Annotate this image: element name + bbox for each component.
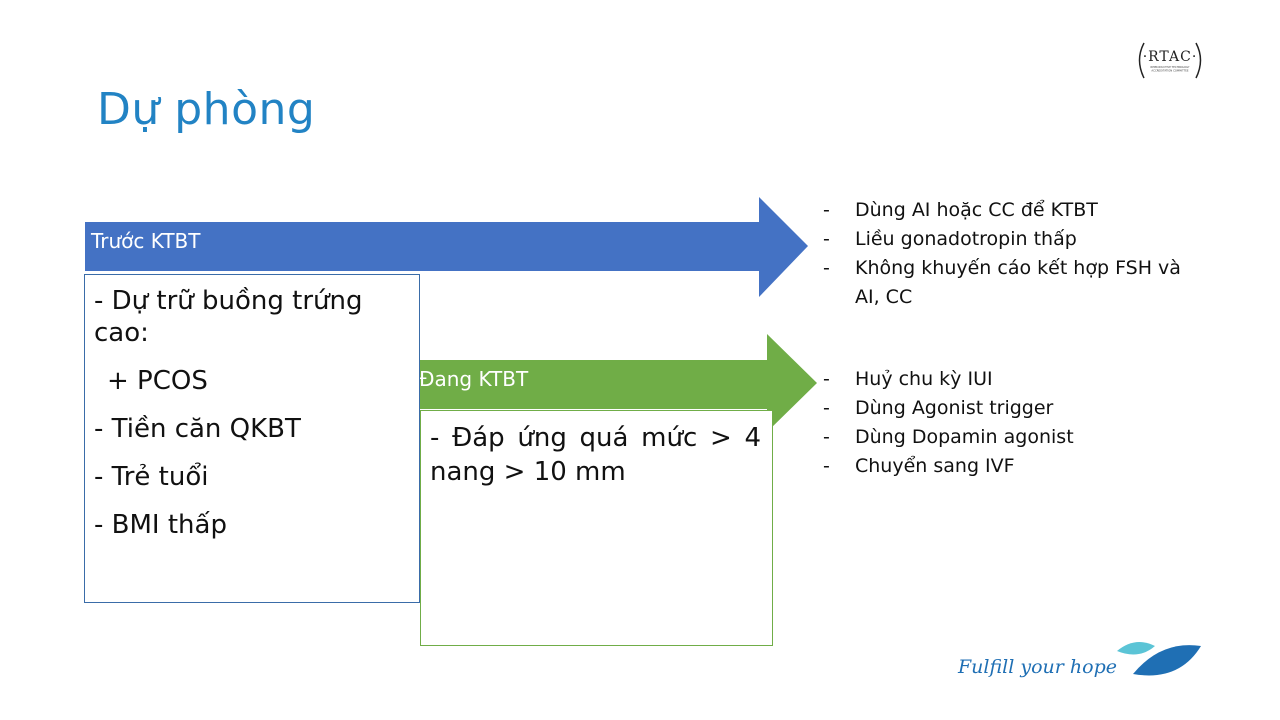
overresponse-box: - Đáp ứng quá mức > 4 nang > 10 mm: [420, 410, 773, 646]
risk-factor-line: + PCOS: [107, 366, 208, 396]
list-item: - Dùng Dopamin agonist: [823, 423, 1203, 452]
stage-label-before: Trước KTBT: [91, 229, 201, 253]
bullet-dash: -: [823, 455, 830, 477]
rtac-logo-subtext-2: ACCREDITATION COMMITTEE: [1151, 69, 1189, 73]
leaf-logo-light: [1117, 642, 1155, 655]
bullet-dash: -: [823, 397, 830, 419]
list-item: - Huỷ chu kỳ IUI: [823, 365, 1203, 394]
list-item: - Không khuyến cáo kết hợp FSH và AI, CC: [823, 254, 1203, 312]
list-item: - Chuyển sang IVF: [823, 452, 1203, 481]
list-item: - Dùng Agonist trigger: [823, 394, 1203, 423]
leaf-logo-dark: [1133, 645, 1201, 676]
risk-factor-line: - Tiền căn QKBT: [94, 414, 301, 444]
risk-factor-line: - Trẻ tuổi: [94, 462, 209, 492]
bullet-dash: -: [823, 228, 830, 250]
list-item-text: Dùng Agonist trigger: [855, 397, 1054, 419]
list-item-text: Dùng Dopamin agonist: [855, 426, 1074, 448]
arrow-before: [85, 197, 808, 297]
bullet-dash: -: [823, 199, 830, 221]
rtac-logo: ·RTAC· REPRODUCTIVE TECHNOLOGY ACCREDITA…: [1136, 40, 1204, 82]
arrow-during: [412, 334, 817, 432]
leaf-logo-icon: [1117, 642, 1201, 676]
bullet-dash: -: [823, 426, 830, 448]
list-item-text: Không khuyến cáo kết hợp FSH và AI, CC: [855, 257, 1181, 308]
risk-factor-line: cao:: [94, 318, 149, 348]
risk-factor-line: - BMI thấp: [94, 510, 227, 540]
actions-before-list: - Dùng AI hoặc CC để KTBT - Liều gonadotro…: [823, 196, 1203, 312]
list-item-text: Dùng AI hoặc CC để KTBT: [855, 199, 1098, 221]
rtac-logo-mark: ·RTAC· REPRODUCTIVE TECHNOLOGY ACCREDITA…: [1138, 42, 1202, 79]
list-item: - Liều gonadotropin thấp: [823, 225, 1203, 254]
list-item-text: Chuyển sang IVF: [855, 455, 1015, 477]
risk-factors-box: - Dự trữ buồng trứng cao: + PCOS - Tiền …: [84, 274, 420, 603]
slide-title: Dự phòng: [97, 84, 316, 135]
actions-during-list: - Huỷ chu kỳ IUI - Dùng Agonist trigger - D…: [823, 365, 1203, 481]
stage-label-during: Đang KTBT: [419, 367, 529, 391]
bullet-dash: -: [823, 368, 830, 390]
list-item: - Dùng AI hoặc CC để KTBT: [823, 196, 1203, 225]
footer-slogan: Fulfill your hope: [958, 656, 1117, 678]
list-item-text: Huỷ chu kỳ IUI: [855, 368, 993, 390]
rtac-logo-subtext: REPRODUCTIVE TECHNOLOGY: [1151, 65, 1190, 69]
risk-factor-line: - Dự trữ buồng trứng: [94, 286, 363, 316]
rtac-logo-text: ·RTAC·: [1143, 49, 1198, 65]
list-item-text: Liều gonadotropin thấp: [855, 228, 1077, 250]
overresponse-text: - Đáp ứng quá mức > 4 nang > 10 mm: [430, 423, 761, 487]
bullet-dash: -: [823, 257, 830, 279]
